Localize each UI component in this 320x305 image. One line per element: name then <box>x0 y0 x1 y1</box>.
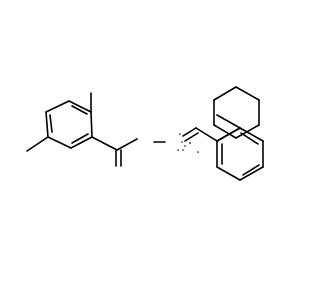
bond <box>45 111 49 138</box>
imine-bond <box>184 132 199 142</box>
bromine-bond <box>26 136 49 152</box>
bond <box>216 127 241 142</box>
bond <box>216 166 241 181</box>
bond <box>47 136 72 149</box>
bond <box>68 100 92 113</box>
ring-to-nh-bond <box>216 114 241 129</box>
bond <box>213 86 237 101</box>
bond <box>49 114 53 133</box>
bond <box>240 132 259 145</box>
imine-bond <box>182 127 197 137</box>
tolyl-ring <box>213 86 260 139</box>
bond <box>116 138 138 151</box>
molecule-structure-diagram <box>26 86 264 181</box>
bond <box>195 127 218 142</box>
bond <box>71 133 89 144</box>
bond <box>213 124 237 139</box>
bond <box>239 166 264 181</box>
bond <box>70 136 93 149</box>
bond <box>242 164 260 176</box>
molecule-svg <box>26 86 264 181</box>
bond <box>235 86 260 101</box>
bromophenol-ring <box>45 100 93 149</box>
bond <box>71 105 88 115</box>
bond <box>91 136 118 151</box>
bond <box>45 100 70 113</box>
bond <box>235 124 260 139</box>
bond <box>90 111 93 138</box>
bond <box>239 127 264 142</box>
